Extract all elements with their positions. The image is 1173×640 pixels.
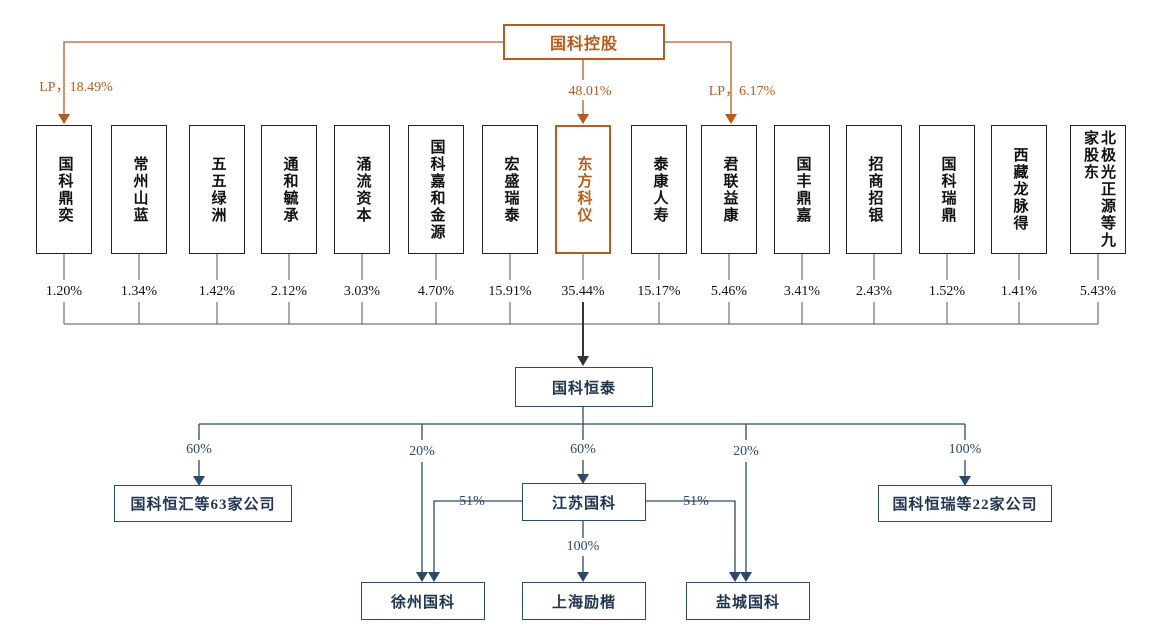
holding-company-box: 国科控股 [503,24,665,60]
shareholder-box: 国丰鼎嘉 [774,125,830,254]
shareholder-pct: 35.44% [561,284,605,299]
shareholder-pct: 1.42% [198,284,236,299]
shareholder-box-highlight: 东方科仪 [555,125,611,254]
hub-company-name: 国科恒泰 [551,380,616,397]
shareholder-box: 泰康人寿 [631,125,687,254]
yancheng-pct: 20% [733,444,759,459]
right-sub-box: 国科恒瑞等22家公司 [878,485,1052,522]
holding-company-name: 国科控股 [549,36,618,53]
shareholder-pct: 5.43% [1079,284,1117,299]
jiangsu-xuzhou-pct: 51% [459,494,485,509]
shareholder-box: 五五绿洲 [189,125,245,254]
left-sub-box: 国科恒汇等63家公司 [114,485,292,522]
lp-left-label: LP，18.49% [39,80,113,95]
main-arrowhead [577,356,589,366]
lp-right-label: LP，6.17% [708,84,776,99]
jiangsu-shanghai-pct: 100% [566,539,600,554]
shareholder-pct: 1.52% [928,284,966,299]
shareholder-pct: 4.70% [417,284,455,299]
hub-company-box: 国科恒泰 [515,367,653,407]
center-pct-label: 48.01% [568,84,612,99]
shareholder-pct: 15.91% [488,284,532,299]
shareholder-pct: 2.12% [270,284,308,299]
shareholder-pct: 3.41% [783,284,821,299]
shareholder-box: 国科嘉和金源 [408,125,464,254]
jiangsu-pct: 60% [570,442,596,457]
shareholder-pct: 3.03% [343,284,381,299]
shareholder-pct: 1.20% [45,284,83,299]
shanghai-box: 上海励楷 [522,582,646,620]
subsidiary-arrowheads [193,474,971,582]
jiangsu-yancheng-pct: 51% [683,494,709,509]
left-sub-pct: 60% [186,442,212,457]
shareholder-box: 北极光正源等九家股东 [1070,125,1126,254]
orange-arrowheads [58,114,737,124]
shareholder-pct: 1.41% [1000,284,1038,299]
xuzhou-box: 徐州国科 [361,582,485,620]
shareholder-box: 涌流资本 [334,125,390,254]
shareholder-box: 国科鼎奕 [36,125,92,254]
shareholder-box: 国科瑞鼎 [919,125,975,254]
shareholder-pct: 1.34% [120,284,158,299]
shareholder-pct: 5.46% [710,284,748,299]
shareholder-box: 招商招银 [846,125,902,254]
shareholder-box: 宏盛瑞泰 [482,125,538,254]
shareholder-box: 通和毓承 [261,125,317,254]
yancheng-box: 盐城国科 [686,582,810,620]
shareholder-pct: 2.43% [855,284,893,299]
subsidiary-lines [198,407,966,574]
shareholder-box: 君联益康 [701,125,757,254]
jiangsu-box: 江苏国科 [522,483,646,521]
shareholder-lines [63,254,1099,325]
shareholder-box: 常州山蓝 [111,125,167,254]
xuzhou-pct: 20% [409,444,435,459]
shareholder-pct: 15.17% [637,284,681,299]
right-sub-pct: 100% [948,442,982,457]
orange-lines [63,41,732,116]
shareholder-box: 西藏龙脉得 [991,125,1047,254]
